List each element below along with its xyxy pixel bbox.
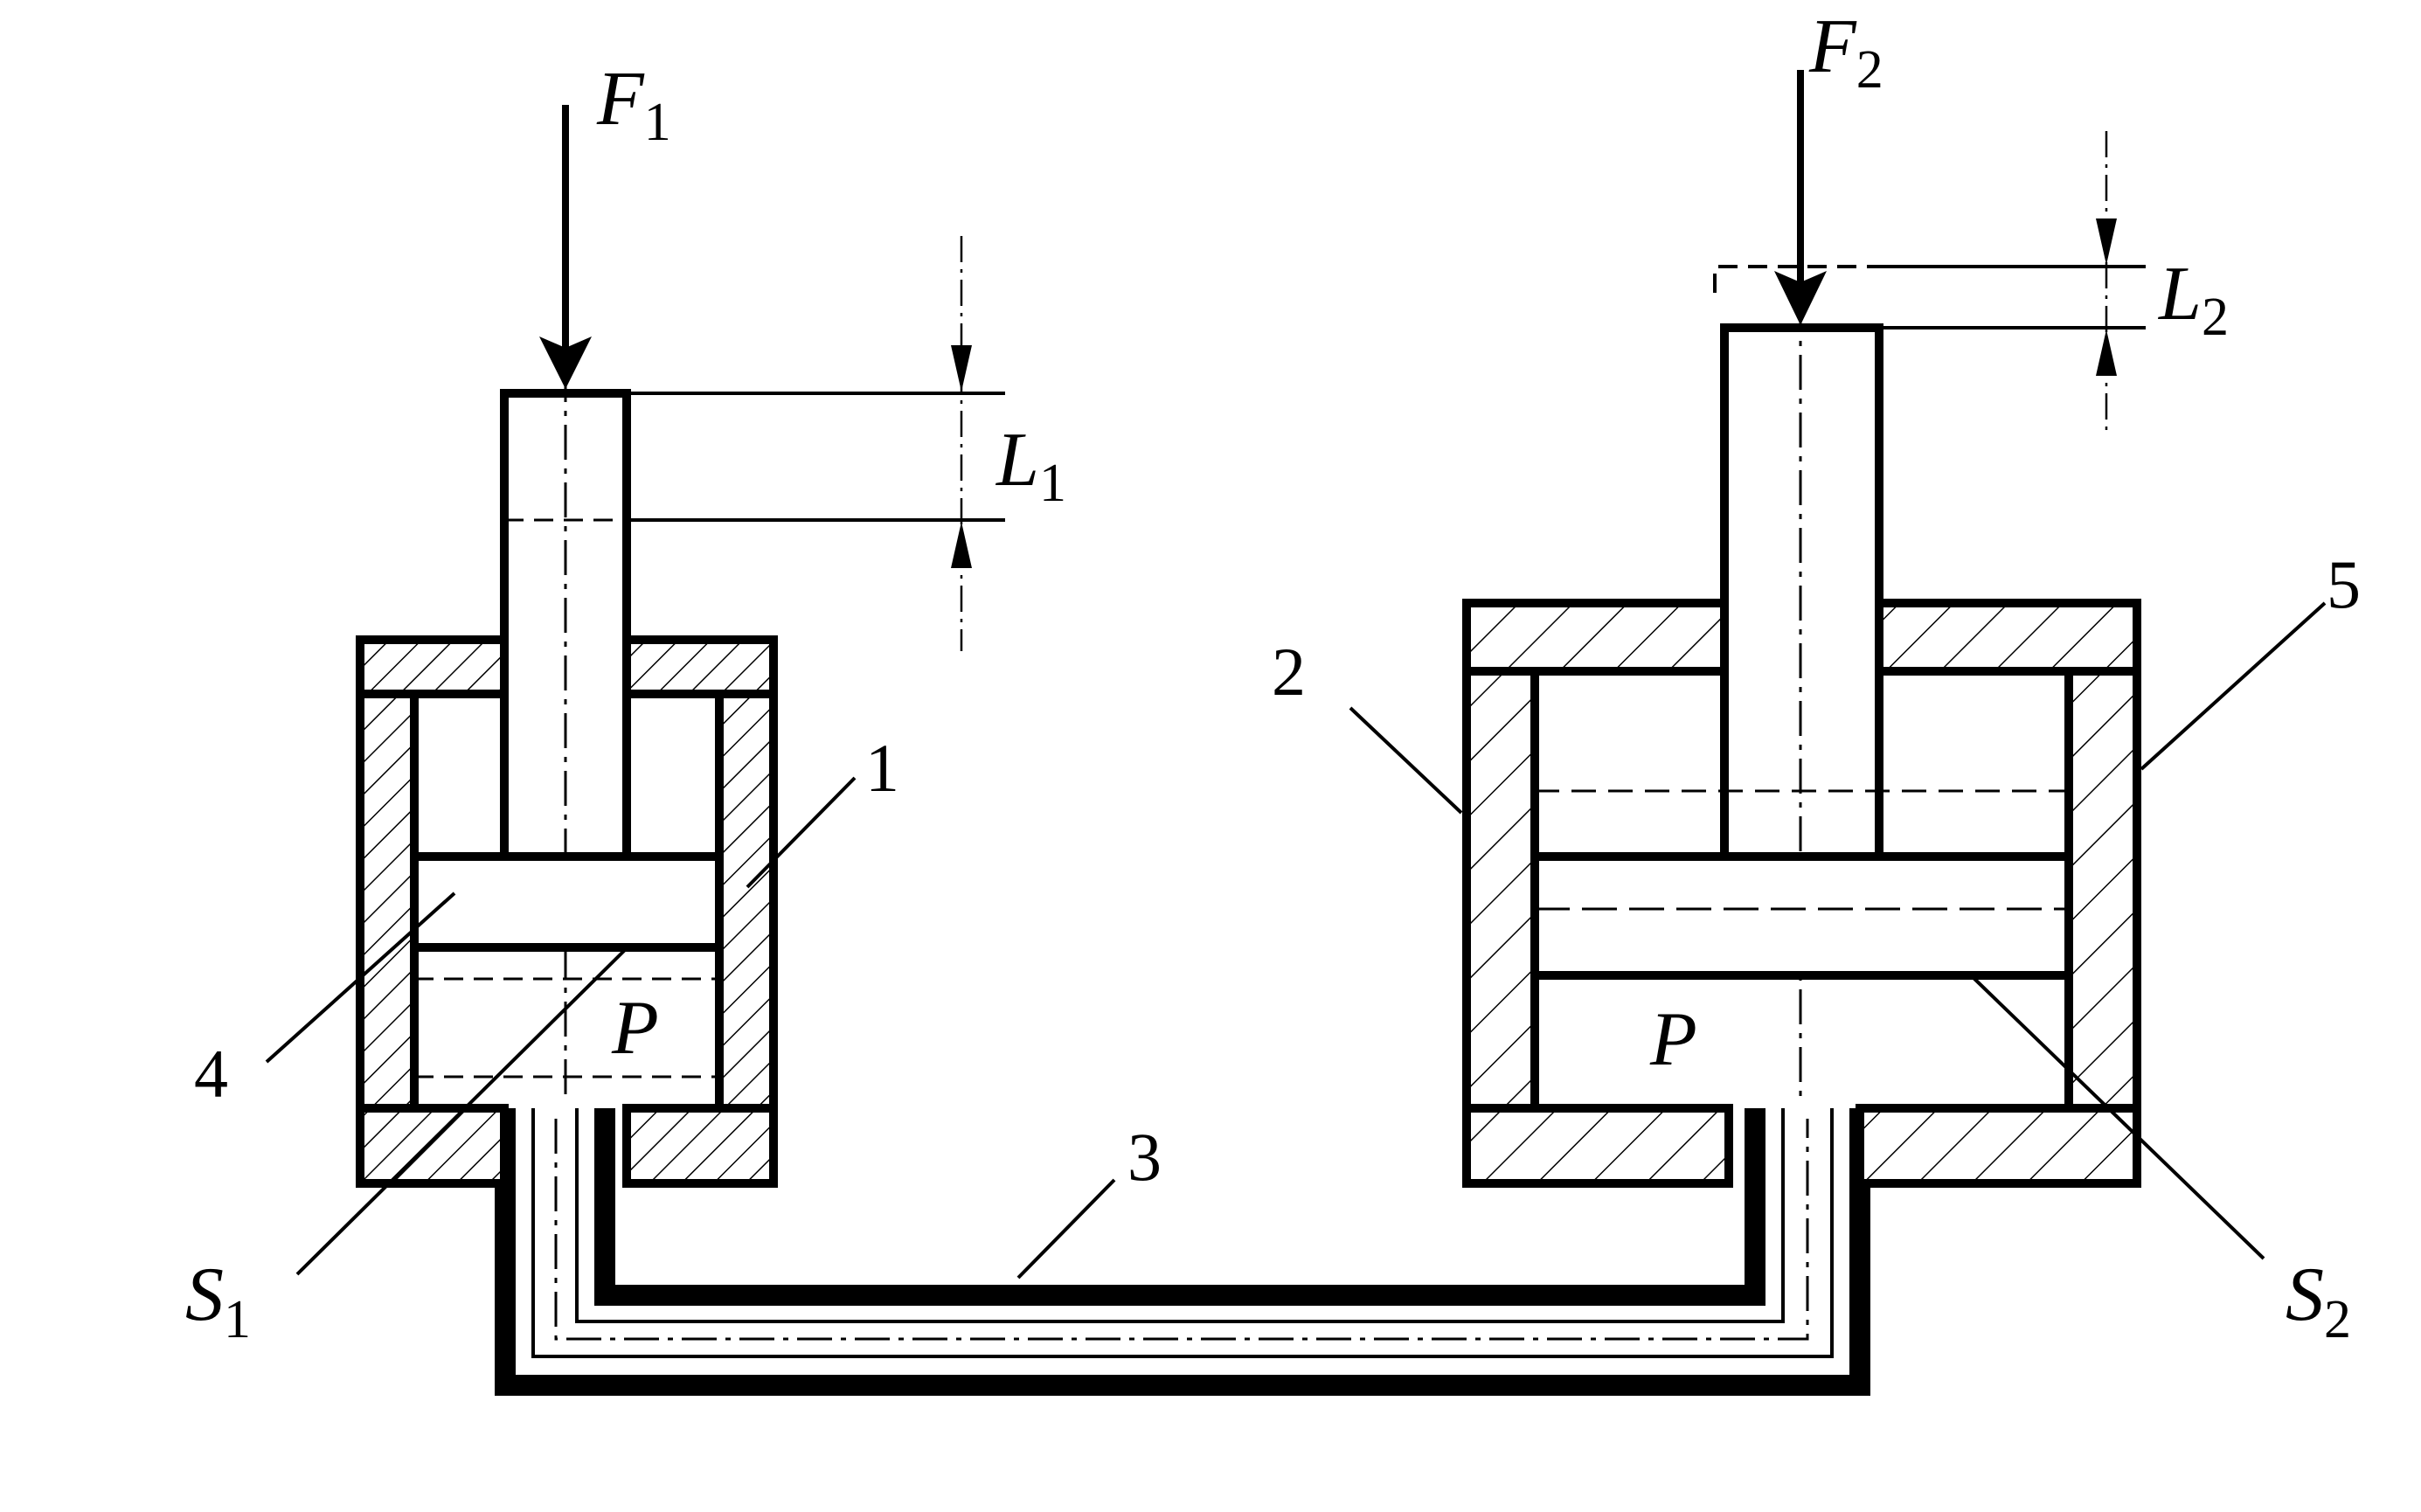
label-area-left: S1 bbox=[185, 1252, 251, 1349]
right-piston-rod bbox=[1535, 265, 2069, 1101]
right-piston bbox=[1530, 852, 2073, 980]
label-part-2: 2 bbox=[1272, 634, 1306, 710]
left-piston-rod bbox=[500, 367, 631, 1101]
label-stroke-left: L1 bbox=[995, 418, 1066, 513]
label-area-right: S2 bbox=[2286, 1252, 2351, 1349]
stroke-dimension-right bbox=[1879, 131, 2146, 433]
label-part-5: 5 bbox=[2327, 546, 2361, 622]
label-pressure-left: P bbox=[611, 986, 659, 1071]
force-arrow-left bbox=[539, 105, 592, 389]
left-piston bbox=[410, 852, 724, 1079]
label-force-right: F2 bbox=[1808, 4, 1883, 100]
connecting-pipe bbox=[495, 1108, 1870, 1396]
label-stroke-right: L2 bbox=[2157, 252, 2229, 347]
label-force-left: F1 bbox=[596, 57, 671, 152]
label-pressure-right: P bbox=[1649, 997, 1697, 1082]
leader-lines bbox=[265, 601, 2327, 1280]
label-part-1: 1 bbox=[865, 730, 899, 806]
left-cylinder bbox=[356, 635, 778, 1188]
label-part-3: 3 bbox=[1127, 1119, 1162, 1195]
stroke-dimension-left bbox=[627, 236, 1005, 651]
label-part-4: 4 bbox=[194, 1036, 228, 1112]
force-arrow-right bbox=[1774, 70, 1827, 325]
